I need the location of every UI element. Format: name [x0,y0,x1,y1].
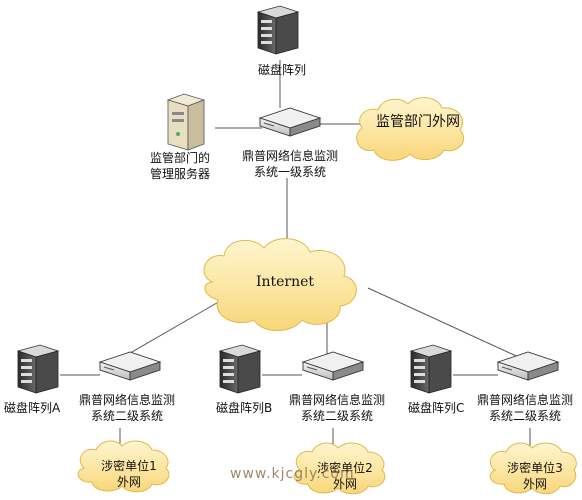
external-net-cloud [356,97,465,161]
top-system-device-icon [259,107,321,137]
disk-array-a-label: 磁盘阵列A [4,401,61,415]
unit-1-line2: 外网 [116,475,141,489]
disk-array-c-icon [410,344,452,394]
disk-array-a-icon [17,344,59,394]
link-internet-c [367,287,526,361]
unit-3-line2: 外网 [522,477,547,491]
management-server-icon [166,93,206,151]
top-system-label-line2: 系统一级系统 [253,165,326,179]
branch-b-system-line2: 系统二级系统 [300,409,373,423]
unit-1-cloud [77,440,170,493]
disk-array-c-label: 磁盘阵列C [408,401,465,415]
unit-2-line2: 外网 [332,477,357,491]
disk-array-b-icon [219,344,261,394]
unit-1-line1: 涉密单位1 [101,459,157,473]
server-label-line2: 管理服务器 [149,167,210,181]
disk-array-b-label: 磁盘阵列B [216,401,273,415]
branch-c-device-icon [497,351,559,381]
branch-a-device-icon [99,351,161,381]
unit-3-cloud [489,442,577,495]
external-net-label: 监管部门外网 [376,114,460,130]
top-system-label-line1: 鼎普网络信息监测 [241,149,338,163]
branch-a-system-line2: 系统二级系统 [90,409,163,423]
unit-2-cloud [293,442,386,495]
branch-c-system-line2: 系统二级系统 [488,409,561,423]
branch-a-system-line1: 鼎普网络信息监测 [78,393,175,407]
branch-c-system-line1: 鼎普网络信息监测 [476,393,573,407]
link-internet-a [117,299,223,361]
server-label-line1: 监管部门的 [149,151,210,165]
disk-array-top-label: 磁盘阵列 [258,63,307,77]
branch-b-device-icon [302,351,364,381]
disk-array-top-icon [257,5,299,55]
unit-2-line1: 涉密单位2 [317,461,373,475]
internet-label: Internet [255,274,315,290]
watermark-text: www.kjcgly.com [230,466,355,482]
internet-cloud [203,238,357,331]
unit-3-line1: 涉密单位3 [507,461,563,475]
branch-b-system-line1: 鼎普网络信息监测 [288,393,385,407]
